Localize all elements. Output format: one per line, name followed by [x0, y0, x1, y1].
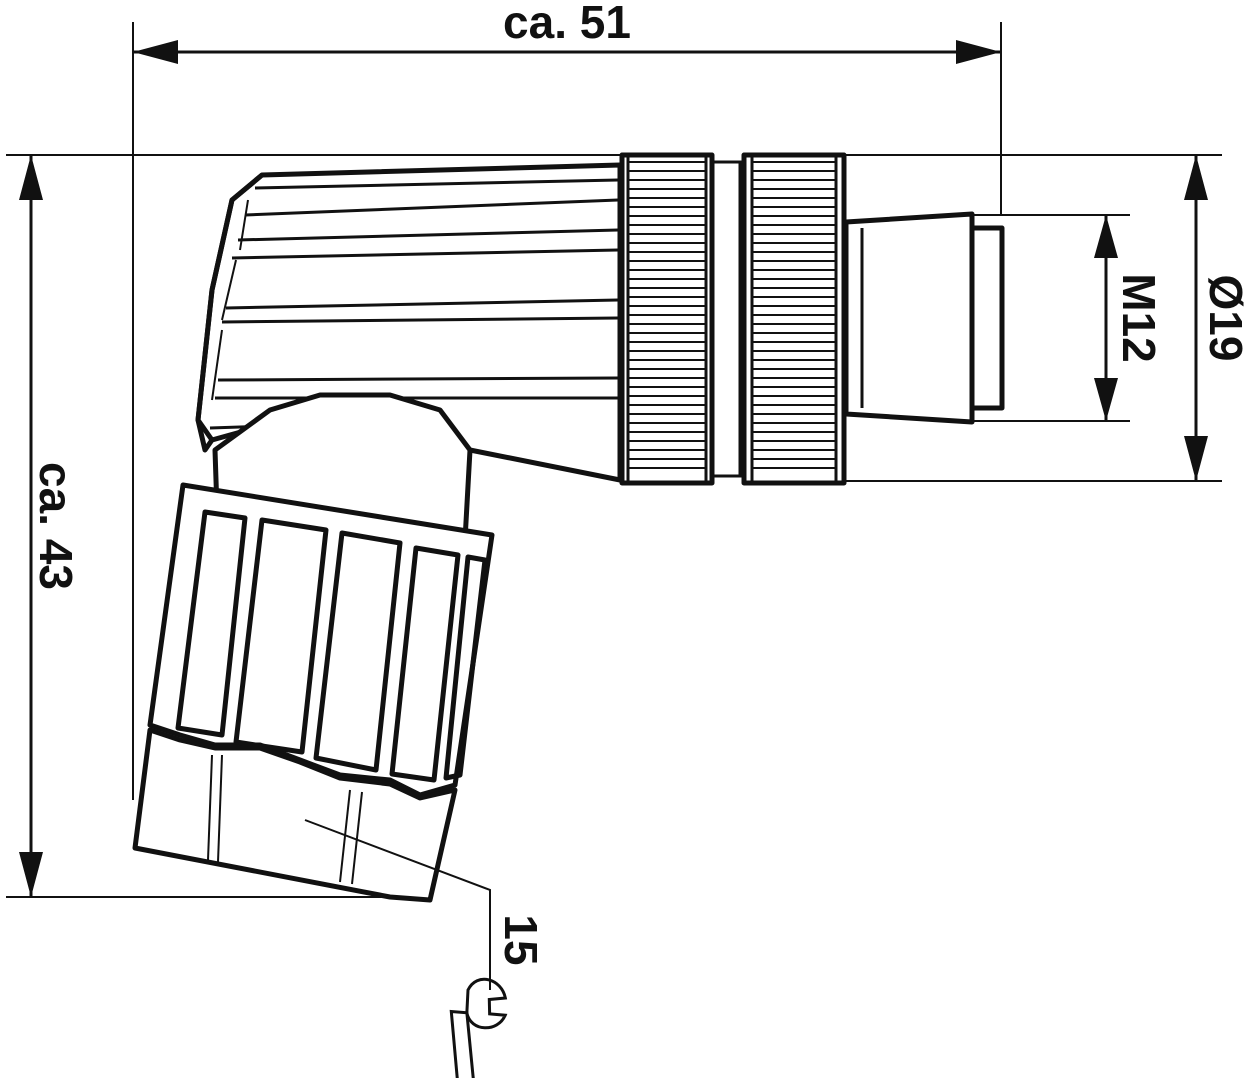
diameter-dimension: Ø19	[846, 154, 1249, 482]
threaded-pin	[843, 211, 1005, 425]
wrench-size-label: 15	[495, 914, 547, 965]
thread-dimension: M12	[972, 214, 1165, 422]
height-dimension-label: ca. 43	[30, 462, 82, 590]
diameter-dimension-label: Ø19	[1200, 275, 1249, 362]
thread-dimension-label: M12	[1113, 273, 1165, 362]
width-dimension: ca. 51	[132, 0, 1002, 800]
width-dimension-label: ca. 51	[503, 0, 631, 48]
wrench-callout: 15	[304, 819, 547, 1078]
height-dimension: ca. 43	[6, 154, 620, 898]
coupling-nut	[619, 152, 847, 486]
wrench-icon	[449, 977, 508, 1078]
